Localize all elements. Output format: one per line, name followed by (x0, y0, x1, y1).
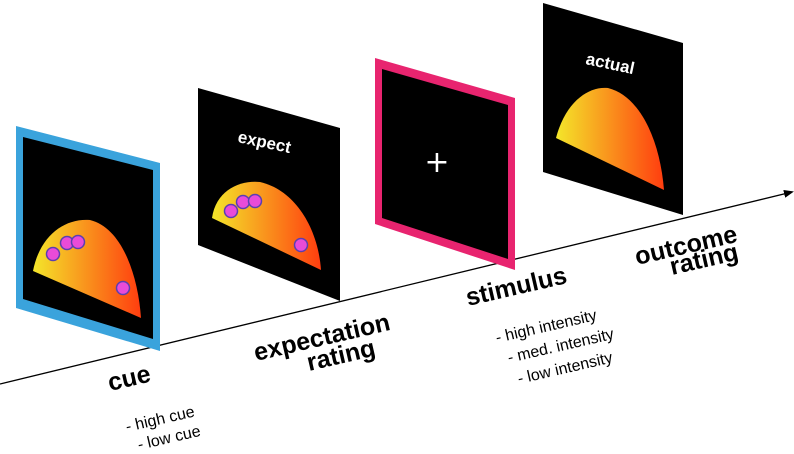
expect-marker (293, 237, 309, 253)
stage-label-cue: cue (105, 360, 153, 397)
expect-panel: expect (198, 88, 340, 301)
cue-panel (16, 126, 160, 351)
expect-marker (223, 203, 239, 219)
stimulus-panel-screen (382, 69, 508, 259)
fixation-cross: + (424, 145, 449, 180)
cue-marker (115, 280, 131, 296)
expect-marker (247, 193, 263, 209)
actual-heat-curve (556, 87, 664, 190)
stimulus-panel: + (375, 58, 515, 270)
cue-marker (45, 246, 61, 262)
stage-label-stimulus: stimulus (463, 261, 569, 311)
expect-marker (235, 194, 251, 210)
cue-marker (70, 234, 86, 250)
timeline-arrow (0, 189, 794, 385)
actual-panel: actual (543, 3, 683, 215)
